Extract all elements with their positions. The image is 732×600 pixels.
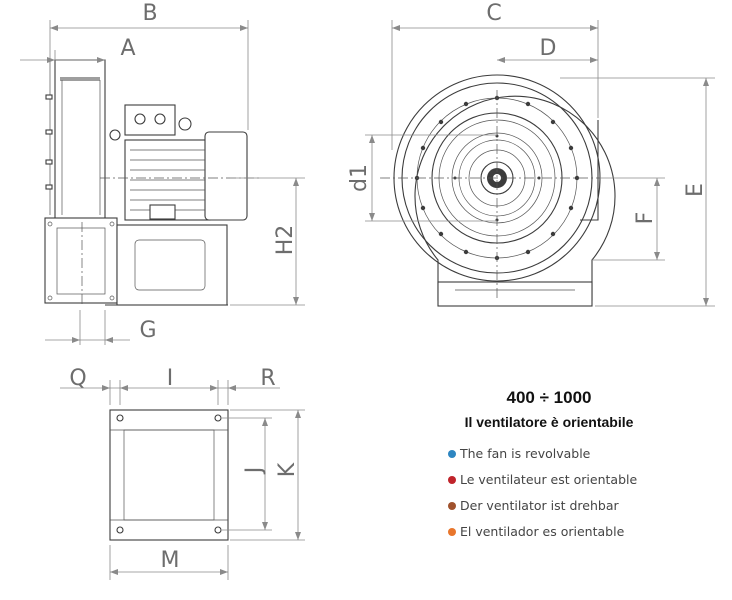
dim-label-B: B bbox=[142, 1, 157, 26]
orientation-info: 400 ÷ 1000 Il ventilatore è orientabile … bbox=[438, 388, 660, 550]
dimension-labels: B A G H2 C D E F d1 Q I R J K M bbox=[69, 1, 708, 573]
translation-list: The fan is revolvable Le ventilateur est … bbox=[438, 446, 660, 539]
dim-label-F: F bbox=[633, 212, 658, 225]
dim-label-I: I bbox=[167, 366, 174, 391]
side-view-dimensions bbox=[20, 20, 305, 345]
front-view-dimensions bbox=[365, 20, 715, 307]
translation-text: El ventilador es orientable bbox=[460, 524, 625, 539]
dim-label-J: J bbox=[242, 467, 267, 476]
dim-label-d1: d1 bbox=[347, 164, 372, 192]
bullet-dot-icon bbox=[448, 501, 456, 510]
bullet-dot-icon bbox=[448, 449, 456, 458]
flange-view bbox=[109, 409, 229, 541]
size-range: 400 ÷ 1000 bbox=[506, 388, 592, 407]
dim-label-M: M bbox=[161, 548, 180, 573]
dim-label-A: A bbox=[120, 36, 135, 61]
dim-label-H2: H2 bbox=[273, 225, 298, 256]
dim-label-R: R bbox=[260, 366, 275, 391]
bullet-dot-icon bbox=[448, 527, 456, 536]
dim-label-E: E bbox=[683, 183, 708, 197]
dim-label-G: G bbox=[139, 318, 156, 343]
translation-text: Der ventilator ist drehbar bbox=[460, 498, 619, 513]
orientation-title: Il ventilatore è orientabile bbox=[464, 414, 634, 430]
dim-label-K: K bbox=[275, 462, 300, 477]
dim-label-Q: Q bbox=[69, 366, 86, 391]
translation-item: The fan is revolvable bbox=[448, 446, 660, 461]
translation-item: El ventilador es orientable bbox=[448, 524, 660, 539]
dim-label-D: D bbox=[540, 36, 557, 61]
side-view bbox=[44, 59, 260, 306]
translation-item: Der ventilator ist drehbar bbox=[448, 498, 660, 513]
translation-text: Le ventilateur est orientable bbox=[460, 472, 638, 487]
bullet-dot-icon bbox=[448, 475, 456, 484]
front-view bbox=[380, 74, 616, 307]
flange-dimensions bbox=[60, 380, 305, 580]
translation-text: The fan is revolvable bbox=[460, 446, 591, 461]
dim-label-C: C bbox=[486, 1, 501, 26]
translation-item: Le ventilateur est orientable bbox=[448, 472, 660, 487]
